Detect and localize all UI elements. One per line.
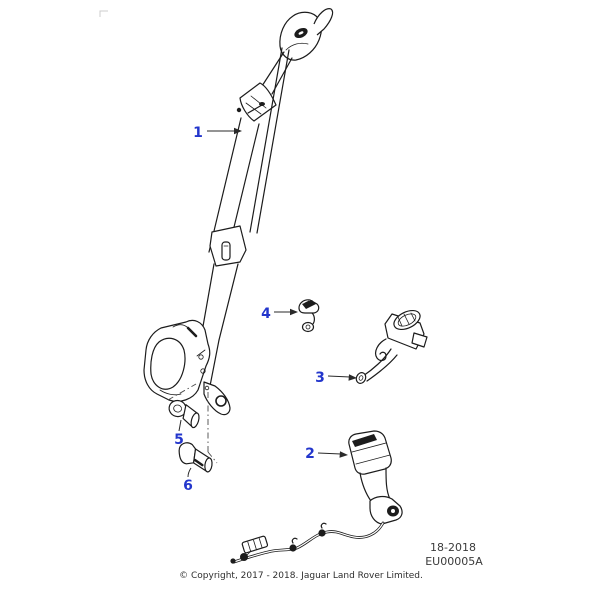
callout-5-number[interactable]: 5: [174, 432, 184, 448]
part-3-pretensioner-drawing: [355, 309, 428, 384]
part-5-bolt-drawing: [168, 399, 200, 429]
callout-1-number[interactable]: 1: [193, 125, 203, 141]
part-4-bracket-drawing: [298, 299, 320, 333]
sheet-code: 18-2018: [430, 541, 476, 554]
registration-mark: [99, 10, 108, 17]
callout-4[interactable]: 4: [261, 306, 298, 322]
callout-3-number[interactable]: 3: [315, 370, 325, 386]
callout-2[interactable]: 2: [305, 446, 348, 462]
callout-6-number[interactable]: 6: [183, 478, 193, 494]
assembly-dash-lines: [167, 383, 218, 464]
callout-3[interactable]: 3: [315, 370, 357, 386]
callout-4-number[interactable]: 4: [261, 306, 271, 322]
drawing-code: EU00005A: [425, 555, 483, 568]
callout-6[interactable]: 6: [183, 467, 193, 494]
part-1-seatbelt-assembly-drawing: [143, 8, 334, 416]
part-6-screw-drawing: [178, 442, 213, 473]
callout-5[interactable]: 5: [174, 419, 184, 448]
callout-1[interactable]: 1: [193, 125, 242, 141]
copyright-line: © Copyright, 2017 - 2018. Jaguar Land Ro…: [179, 571, 423, 581]
callout-2-number[interactable]: 2: [305, 446, 315, 462]
part-2-buckle-drawing: [230, 430, 403, 564]
